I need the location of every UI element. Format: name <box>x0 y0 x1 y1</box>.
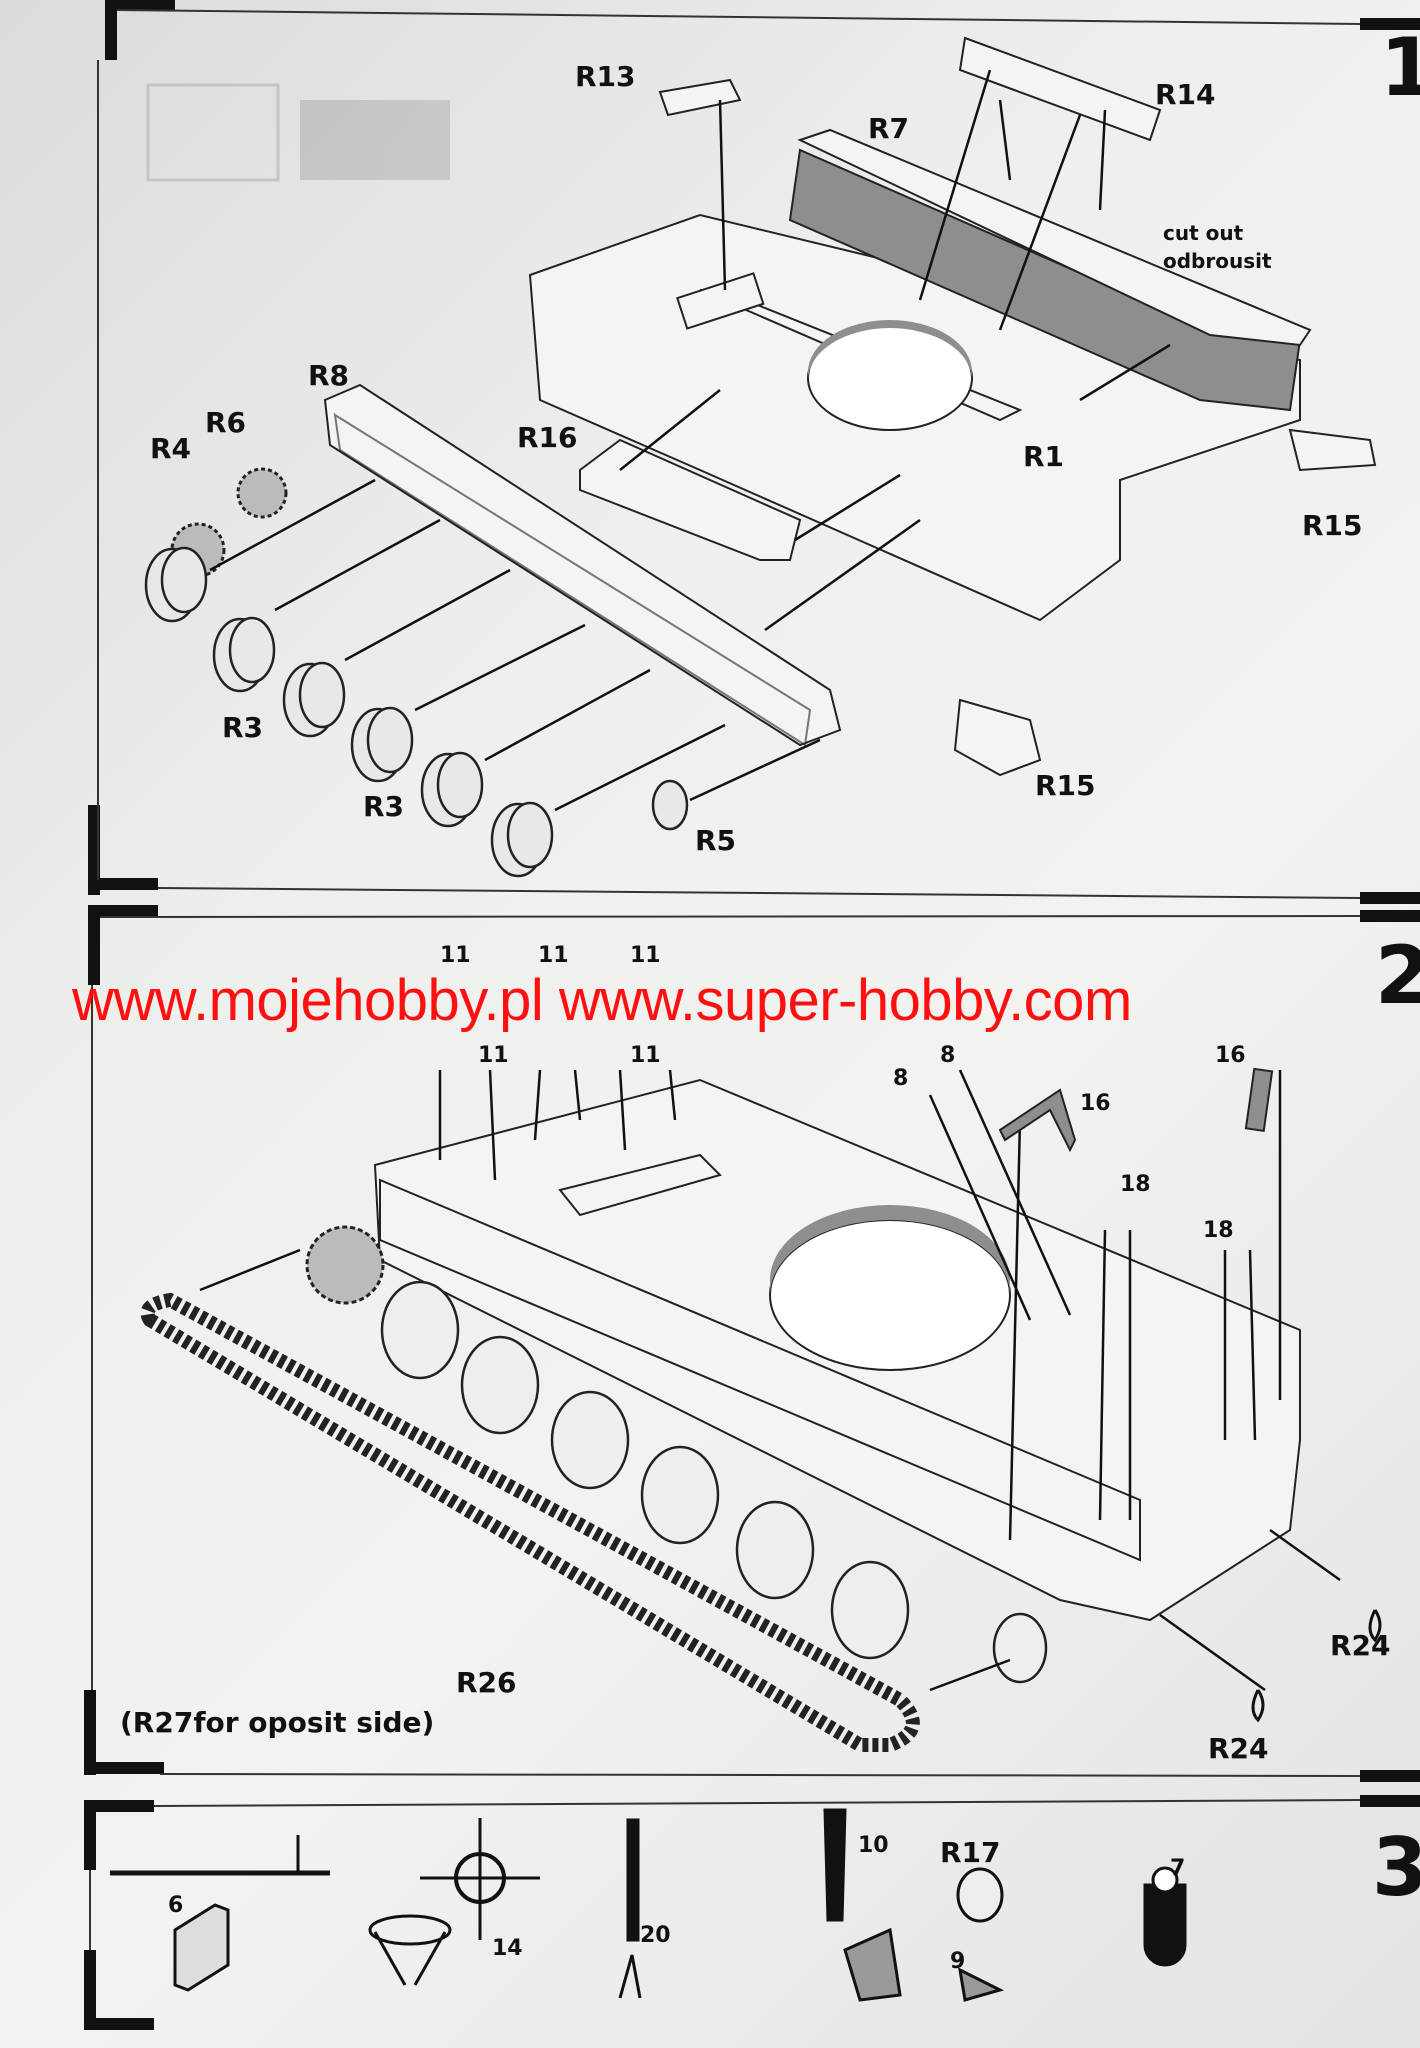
part-label-r26: R26 <box>456 1666 517 1699</box>
part-label-11: 11 <box>440 943 471 968</box>
part-label-20: 20 <box>640 1923 671 1948</box>
step3-diagram <box>110 1808 1187 2002</box>
part-label-8: 8 <box>893 1066 908 1091</box>
watermark-text: www.mojehobby.pl www.super-hobby.com <box>72 968 1132 1033</box>
part-label-r3-a: R3 <box>222 711 263 744</box>
step3-labels: 3 6 14 20 10 R17 9 7 <box>168 1821 1420 1974</box>
part-label-r6: R6 <box>205 406 246 439</box>
part-label-r24-b: R24 <box>1208 1732 1269 1765</box>
road-wheels <box>380 1280 1048 1684</box>
part-label-r7: R7 <box>868 112 909 145</box>
part-label-r15-b: R15 <box>1035 769 1096 802</box>
step1-labels: 1 R13 R14 R7 cut out odbrousit R8 R6 R4 … <box>150 21 1420 857</box>
part-label-16: 16 <box>1080 1091 1111 1116</box>
step2-labels: 2 11 11 11 11 11 8 8 16 16 18 18 R24 R24… <box>120 929 1420 1765</box>
part-label-r4: R4 <box>150 432 191 465</box>
step2-diagram <box>140 1067 1382 1752</box>
step-number-1: 1 <box>1380 21 1420 114</box>
step1-diagram <box>144 36 1377 878</box>
part-label-11: 11 <box>630 943 661 968</box>
part-label-r24-a: R24 <box>1330 1629 1391 1662</box>
part-label-r14: R14 <box>1155 78 1216 111</box>
part-label-r3-b: R3 <box>363 790 404 823</box>
part-label-r16: R16 <box>517 421 578 454</box>
note-r27-opposite-side: (R27for oposit side) <box>120 1706 434 1739</box>
part-label-16: 16 <box>1215 1043 1246 1068</box>
step-number-3: 3 <box>1372 1821 1420 1914</box>
panel-lines <box>89 9 1361 1950</box>
step-number-2: 2 <box>1375 929 1420 1022</box>
note-cut-out: cut out <box>1163 221 1244 245</box>
road-wheels <box>144 546 689 878</box>
part-label-r17: R17 <box>940 1836 1001 1869</box>
part-label-r8: R8 <box>308 359 349 392</box>
part-label-18: 18 <box>1120 1172 1151 1197</box>
part-label-9: 9 <box>950 1949 965 1974</box>
part-label-7: 7 <box>1170 1856 1185 1881</box>
part-label-14: 14 <box>492 1936 523 1961</box>
part-label-r5: R5 <box>695 824 736 857</box>
sprocket-icon <box>236 467 288 519</box>
part-label-10: 10 <box>858 1833 889 1858</box>
part-label-11: 11 <box>478 1043 509 1068</box>
part-label-r13: R13 <box>575 60 636 93</box>
part-label-r15-a: R15 <box>1302 509 1363 542</box>
part-label-r1: R1 <box>1023 440 1064 473</box>
bleed-through-logo <box>146 83 450 182</box>
sprocket-icon <box>305 1225 385 1305</box>
part-label-8: 8 <box>940 1043 955 1068</box>
note-odbrousit: odbrousit <box>1163 249 1272 273</box>
part-label-11: 11 <box>630 1043 661 1068</box>
part-label-11: 11 <box>538 943 569 968</box>
assembly-arrows <box>209 69 1171 812</box>
part-label-18: 18 <box>1203 1218 1234 1243</box>
track-r26 <box>140 1292 920 1752</box>
part-label-6: 6 <box>168 1893 183 1918</box>
